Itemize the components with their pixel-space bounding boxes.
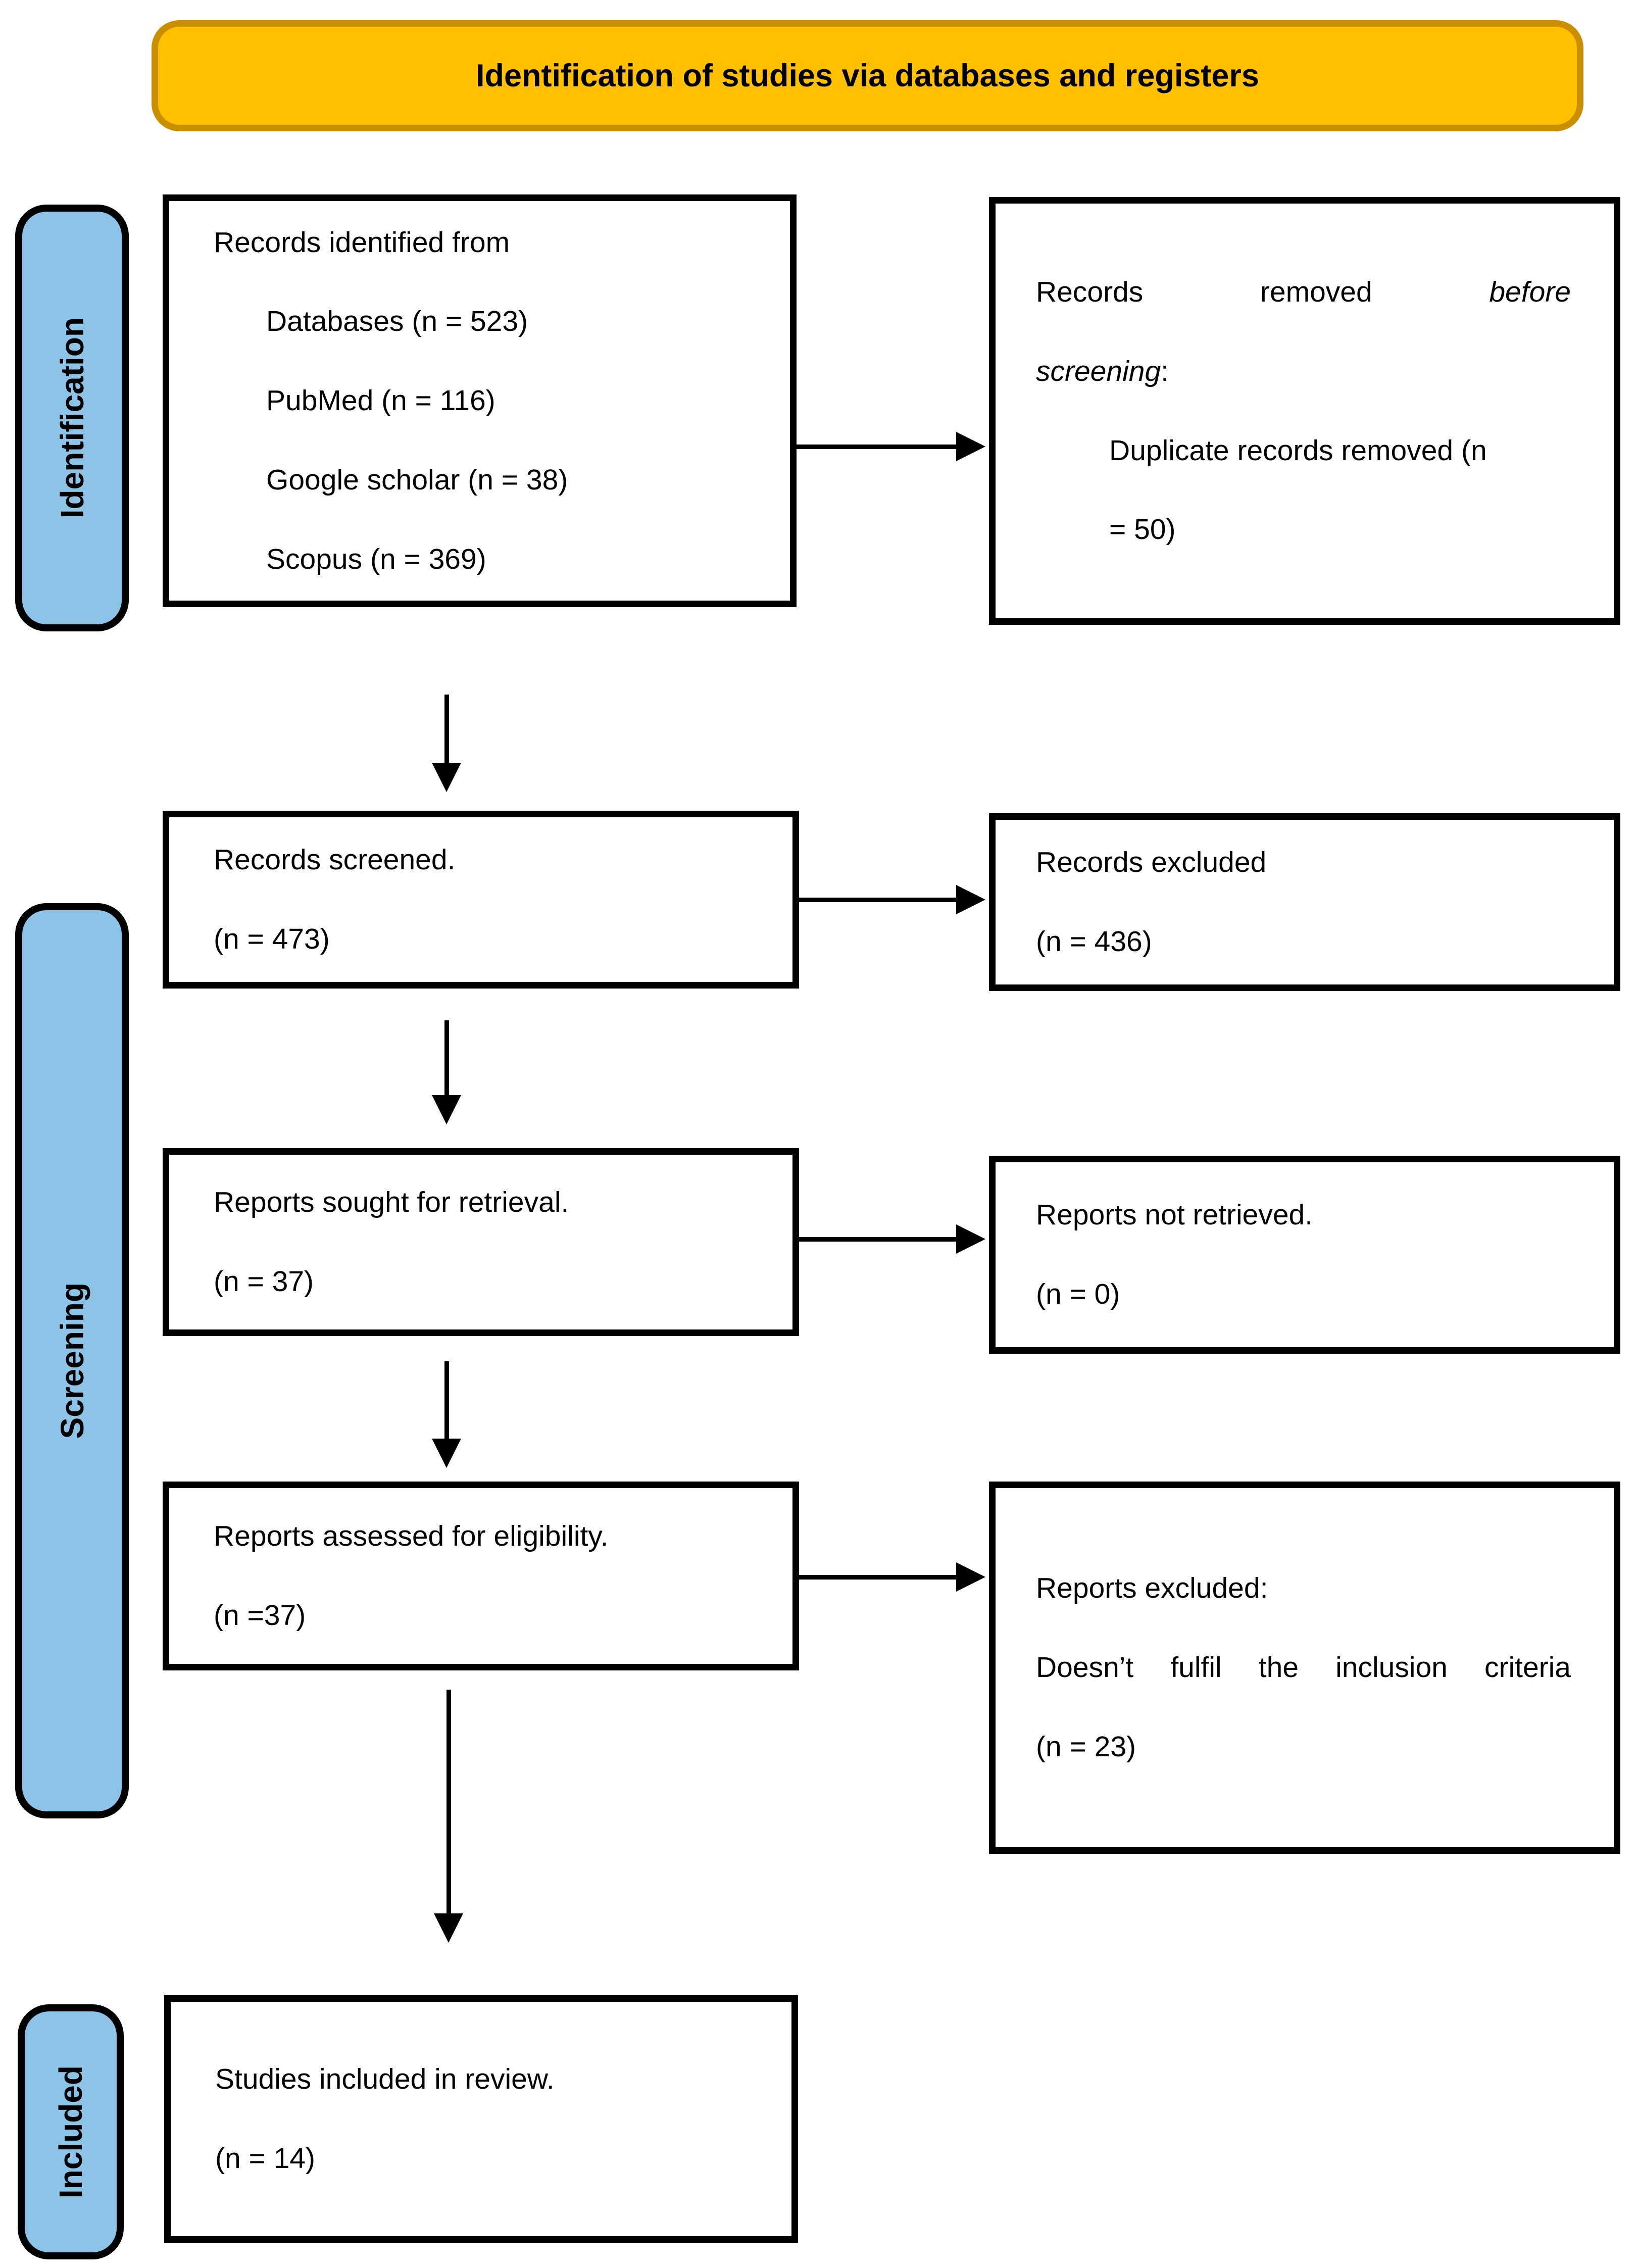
box-line: Records identified from	[214, 226, 510, 259]
arrow-stem	[797, 444, 956, 449]
arrow-stem	[444, 695, 449, 763]
box-records-removed: Records removed before screening: Duplic…	[989, 197, 1620, 625]
box-line: Records excluded	[1036, 846, 1267, 879]
box-line: (n =37)	[214, 1599, 306, 1632]
box-line: (n = 14)	[215, 2142, 316, 2175]
word-italic: before	[1489, 276, 1571, 308]
right-arrow-identified-to-removed	[797, 432, 985, 461]
box-line: PubMed (n = 116)	[266, 384, 495, 417]
arrow-stem	[799, 1574, 956, 1580]
right-arrow-assessed-to-excluded	[799, 1562, 985, 1592]
arrow-stem	[446, 1690, 451, 1913]
box-records-identified: Records identified from Databases (n = 5…	[163, 194, 797, 607]
stage-label-screening: Screening	[54, 1283, 90, 1439]
down-arrow-sought-to-assessed	[432, 1361, 461, 1468]
box-records-screened: Records screened. (n = 473)	[163, 811, 799, 989]
box-studies-included: Studies included in review. (n = 14)	[164, 1995, 798, 2243]
down-arrow-assessed-to-included	[434, 1690, 463, 1943]
box-line: Reports excluded:	[1036, 1572, 1268, 1605]
box-line: Reports not retrieved.	[1036, 1199, 1313, 1231]
box-line: Databases (n = 523)	[266, 305, 528, 338]
arrow-stem	[799, 1237, 956, 1242]
box-reports-not-retrieved: Reports not retrieved. (n = 0)	[989, 1156, 1620, 1354]
arrow-head	[432, 1439, 461, 1468]
box-line: Reports sought for retrieval.	[214, 1186, 569, 1219]
arrow-head	[956, 1224, 985, 1254]
banner: Identification of studies via databases …	[152, 20, 1583, 131]
box-line: screening:	[996, 332, 1614, 411]
box-line: (n = 0)	[1036, 1278, 1120, 1310]
word: Records	[1036, 276, 1144, 308]
box-line: Reports assessed for eligibility.	[214, 1520, 609, 1553]
box-line: Records screened.	[214, 844, 456, 876]
box-line: (n = 473)	[214, 923, 330, 955]
box-reports-assessed: Reports assessed for eligibility. (n =37…	[163, 1482, 799, 1670]
banner-title: Identification of studies via databases …	[476, 58, 1259, 93]
arrow-head	[432, 763, 461, 792]
box-line: = 50)	[1109, 513, 1176, 546]
arrow-head	[956, 1562, 985, 1592]
right-arrow-screened-to-excluded	[799, 885, 985, 914]
stage-label-identification: Identification	[54, 317, 90, 519]
box-line: Records removed before	[996, 253, 1614, 332]
box-records-excluded: Records excluded (n = 436)	[989, 813, 1620, 991]
box-line: Scopus (n = 369)	[266, 543, 486, 575]
colon: :	[1161, 355, 1169, 387]
box-line: Google scholar (n = 38)	[266, 463, 568, 496]
box-line: Studies included in review.	[215, 2063, 555, 2096]
stage-tab-screening: Screening	[15, 903, 129, 1818]
arrow-stem	[444, 1020, 449, 1095]
stage-tab-included: Included	[18, 2004, 124, 2259]
arrow-head	[956, 432, 985, 461]
stage-label-included: Included	[53, 2065, 89, 2199]
arrow-stem	[444, 1361, 449, 1439]
word-italic: screening	[1036, 355, 1161, 387]
right-arrow-sought-to-not-retrieved	[799, 1224, 985, 1254]
box-line: (n = 23)	[1036, 1730, 1136, 1763]
stage-tab-identification: Identification	[15, 205, 129, 631]
arrow-head	[434, 1913, 463, 1943]
arrow-stem	[799, 897, 956, 902]
box-line: Duplicate records removed (n	[1109, 434, 1487, 467]
word: removed	[1260, 276, 1372, 308]
arrow-head	[432, 1095, 461, 1124]
down-arrow-screened-to-sought	[432, 1020, 461, 1124]
arrow-head	[956, 885, 985, 914]
box-reports-excluded: Reports excluded: Doesn’t fulfil the inc…	[989, 1482, 1620, 1854]
box-line: (n = 436)	[1036, 925, 1152, 958]
box-line: Doesn’t fulfil the inclusion criteria	[1036, 1651, 1571, 1684]
box-reports-sought: Reports sought for retrieval. (n = 37)	[163, 1148, 799, 1336]
down-arrow-identified-to-screened	[432, 695, 461, 792]
box-line: (n = 37)	[214, 1265, 314, 1298]
